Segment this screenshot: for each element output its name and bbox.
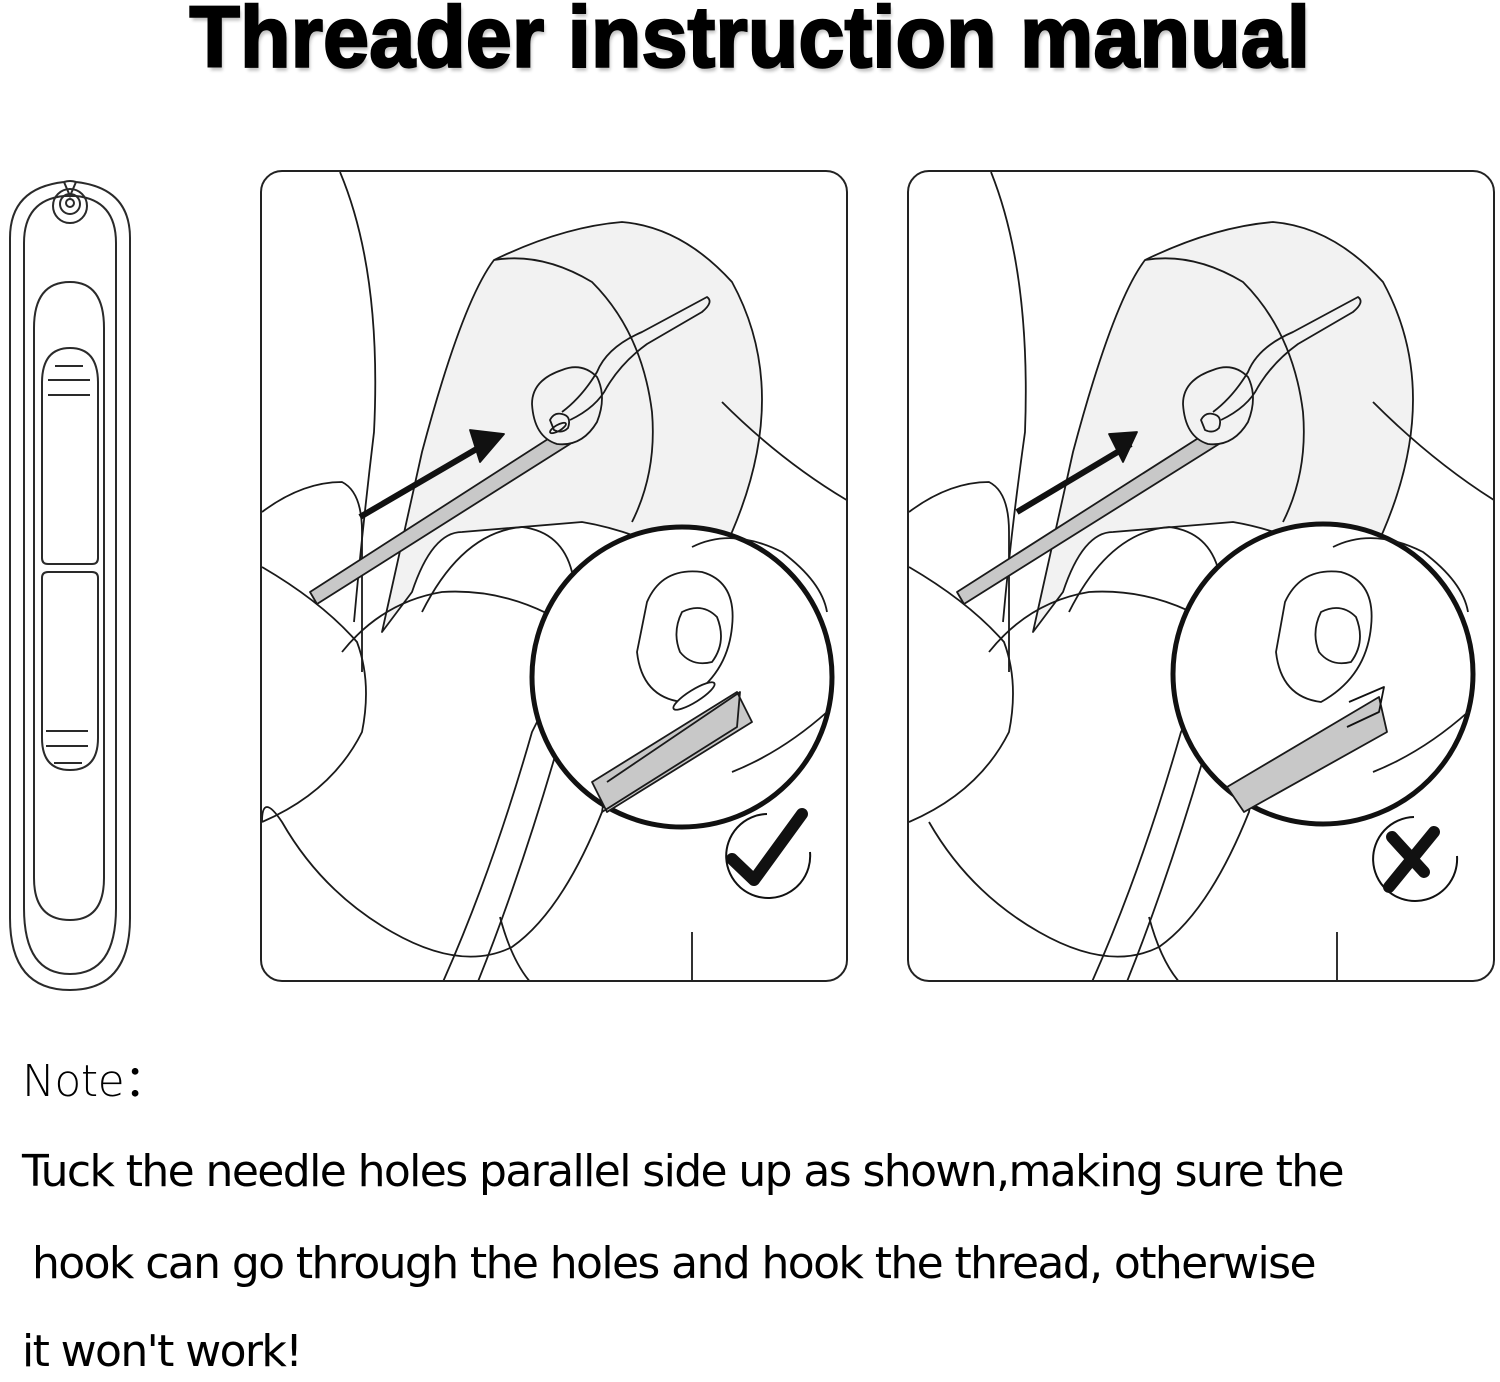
- note-label: Note：: [22, 1056, 168, 1107]
- threader-tool-illustration: [4, 178, 136, 998]
- note-text-line: Tuck the needle holes parallel side up a…: [22, 1146, 1345, 1197]
- note-text-line: hook can go through the holes and hook t…: [32, 1238, 1317, 1289]
- note-text-line: it won't work!: [22, 1326, 303, 1377]
- page-title: Threader instruction manual: [188, 0, 1311, 86]
- figure-incorrect-orientation: [907, 170, 1495, 982]
- figure-correct-orientation: [260, 170, 848, 982]
